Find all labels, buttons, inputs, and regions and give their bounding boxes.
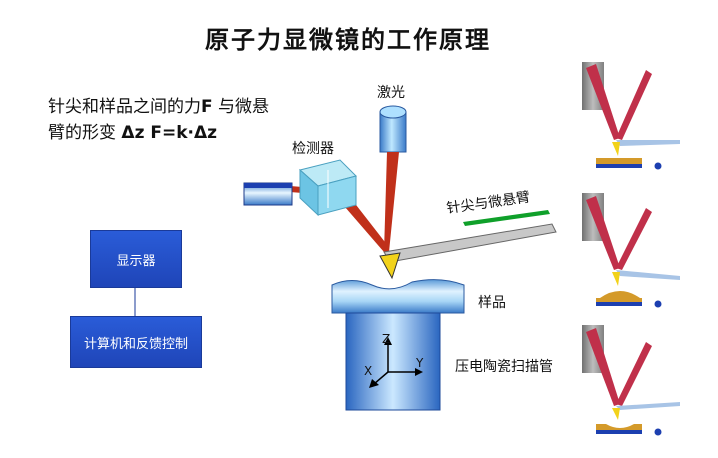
scanner-label: 压电陶瓷扫描管 bbox=[455, 359, 553, 375]
formula-equation: Δz F=k·Δz bbox=[121, 123, 218, 143]
probe-tip bbox=[379, 252, 401, 280]
axis-y-label: Y bbox=[416, 356, 424, 370]
sample-stage bbox=[331, 279, 465, 314]
formula-line1-tail: 与微悬 bbox=[212, 97, 270, 117]
laser-source bbox=[379, 105, 407, 153]
display-box-label: 显示器 bbox=[116, 253, 156, 269]
mini-illustration-1 bbox=[582, 62, 680, 170]
diagram-title: 原子力显微镜的工作原理 bbox=[205, 26, 491, 54]
laser-label: 激光 bbox=[377, 85, 405, 101]
display-box: 显示器 bbox=[90, 230, 182, 288]
incident-laser-beam bbox=[384, 152, 399, 252]
mini-illustration-2 bbox=[582, 193, 680, 308]
computer-feedback-label: 计算机和反馈控制 bbox=[83, 336, 188, 352]
force-formula: 针尖和样品之间的力F 与微悬 臂的形变 Δz F=k·Δz bbox=[48, 94, 269, 146]
formula-line2-text: 臂的形变 bbox=[48, 123, 116, 143]
computer-feedback-box: 计算机和反馈控制 bbox=[70, 316, 202, 368]
mini-illustration-3 bbox=[582, 325, 680, 436]
detector-cube bbox=[298, 159, 357, 217]
detector-tube bbox=[243, 182, 293, 206]
axis-z-label: Z bbox=[382, 332, 391, 346]
scanner-tube bbox=[345, 312, 441, 411]
formula-line1-text: 针尖和样品之间的力 bbox=[48, 97, 201, 117]
sample-label: 样品 bbox=[478, 295, 506, 311]
axis-x-label: X bbox=[364, 364, 373, 378]
cantilever bbox=[379, 210, 557, 280]
detector-label: 检测器 bbox=[292, 141, 334, 157]
formula-force-symbol: F bbox=[201, 97, 213, 117]
